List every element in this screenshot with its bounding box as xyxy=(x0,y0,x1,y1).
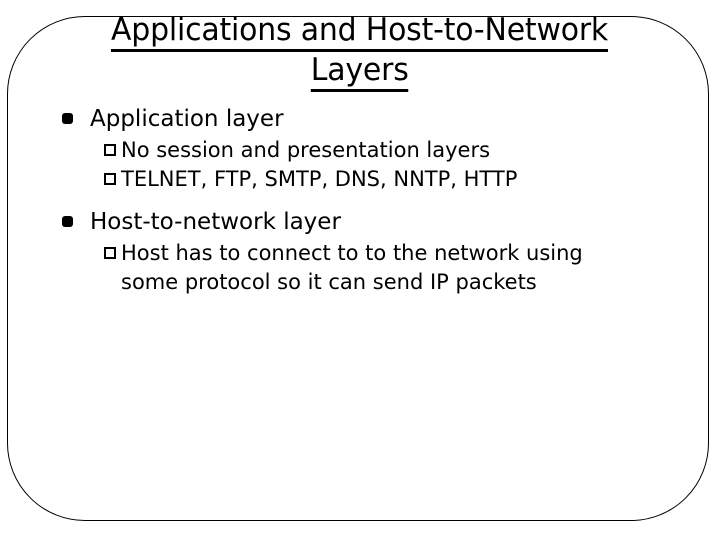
bullet-level1-host-to-network-layer: Host-to-network layer xyxy=(0,207,720,237)
bullet-level1-application-layer: Application layer xyxy=(0,104,720,134)
bullet-level2-host-connect: Host has to connect to to the network us… xyxy=(0,239,720,297)
slide-title-line-1: Applications and Host-to-Network xyxy=(30,12,690,52)
filled-round-bullet-icon xyxy=(62,104,78,134)
slide-title-line-2-text: Layers xyxy=(311,52,409,92)
bullet-level2-protocols-text: TELNET, FTP, SMTP, DNS, NNTP, HTTP xyxy=(121,167,518,191)
bullet-level2-protocols: TELNET, FTP, SMTP, DNS, NNTP, HTTP xyxy=(0,165,720,194)
bullet-level2-host-connect-text: Host has to connect to to the network us… xyxy=(121,241,583,294)
bullet-group-spacer xyxy=(0,194,720,207)
slide-title-line-2: Layers xyxy=(30,52,690,92)
hollow-square-bullet-icon xyxy=(104,165,116,194)
filled-round-bullet-icon xyxy=(62,207,78,237)
hollow-square-bullet-icon xyxy=(104,136,116,165)
slide-title-line-1-text: Applications and Host-to-Network xyxy=(111,12,609,52)
slide-title: Applications and Host-to-Network Layers xyxy=(30,12,690,92)
bullet-level2-no-session: No session and presentation layers xyxy=(0,136,720,165)
bullet-level1-application-layer-text: Application layer xyxy=(90,106,284,132)
hollow-square-bullet-icon xyxy=(104,239,116,268)
slide-body: Application layer No session and present… xyxy=(0,104,720,297)
bullet-level1-host-to-network-layer-text: Host-to-network layer xyxy=(90,209,341,235)
bullet-level2-no-session-text: No session and presentation layers xyxy=(121,138,491,162)
